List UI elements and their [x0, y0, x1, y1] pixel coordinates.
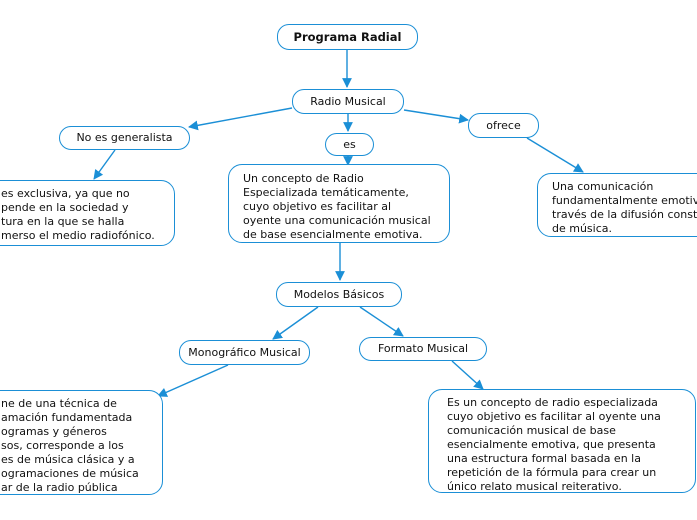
node-radio-musical[interactable]: Radio Musical — [292, 89, 404, 114]
formato-line-1: Es un concepto de radio especializada — [447, 396, 658, 409]
connector-radio-musical-to-no-generalista — [188, 107, 293, 131]
monografico-line-3: ogramas y géneros — [1, 425, 107, 438]
concepto-line-5: de base esencialmente emotiva. — [243, 228, 423, 241]
monografico-line-2: amación fundamentada — [1, 411, 133, 424]
node-monografico-musical[interactable]: Monográfico Musical — [179, 340, 310, 365]
node-modelos-basicos[interactable]: Modelos Básicos — [276, 282, 402, 307]
connector-ofrece-to-desc — [526, 137, 584, 173]
concepto-line-3: cuyo objetivo es facilitar al — [243, 200, 392, 213]
formato-line-4: esencialmente emotiva, que presenta — [447, 438, 656, 451]
monografico-line-5: es de música clásica y a — [1, 453, 135, 466]
no-generalista-line-1: es exclusiva, ya que no — [1, 187, 130, 200]
node-formato-description[interactable]: Es un concepto de radio especializada cu… — [428, 389, 696, 493]
node-es[interactable]: es — [325, 133, 374, 156]
no-generalista-line-2: pende en la sociedad y — [1, 201, 129, 214]
monografico-line-7: ar de la radio pública — [1, 481, 118, 494]
connector-monografico-to-desc — [157, 364, 229, 397]
ofrece-line-3: través de la difusión const — [552, 208, 697, 221]
node-ofrece[interactable]: ofrece — [468, 113, 539, 138]
connector-modelos-to-formato — [359, 306, 404, 337]
connector-no-generalista-to-desc — [93, 149, 116, 180]
node-programa-radial[interactable]: Programa Radial — [277, 24, 418, 50]
node-concepto-description[interactable]: Un concepto de Radio Especializada temát… — [228, 164, 450, 243]
formato-line-7: único relato musical reiterativo. — [447, 480, 622, 493]
ofrece-line-2: fundamentalmente emotiva — [552, 194, 697, 207]
concepto-line-1: Un concepto de Radio — [243, 172, 364, 185]
ofrece-line-1: Una comunicación — [552, 180, 654, 193]
monografico-line-4: sos, corresponde a los — [1, 439, 124, 452]
connector-radio-musical-to-ofrece — [403, 109, 469, 124]
connector-formato-to-desc — [451, 360, 484, 390]
formato-line-6: repetición de la fórmula para crear un — [447, 466, 657, 479]
concepto-line-4: oyente una comunicación musical — [243, 214, 431, 227]
node-no-es-generalista[interactable]: No es generalista — [59, 126, 190, 150]
no-generalista-line-4: merso el medio radiofónico. — [1, 229, 155, 242]
connector-modelos-to-monografico — [272, 306, 319, 340]
concepto-line-2: Especializada temáticamente, — [243, 186, 409, 199]
formato-line-5: una estructura formal basada en la — [447, 452, 641, 465]
ofrece-line-4: de música. — [552, 222, 613, 235]
node-monografico-description[interactable]: ne de una técnica de amación fundamentad… — [0, 390, 163, 495]
no-generalista-line-3: tura en la que se halla — [1, 215, 125, 228]
monografico-line-1: ne de una técnica de — [1, 397, 117, 410]
monografico-line-6: ogramaciones de música — [1, 467, 139, 480]
formato-line-2: cuyo objetivo es facilitar al oyente una — [447, 410, 661, 423]
formato-line-3: comunicación musical de base — [447, 424, 616, 437]
node-formato-musical[interactable]: Formato Musical — [359, 337, 487, 361]
node-no-generalista-description[interactable]: es exclusiva, ya que no pende en la soci… — [0, 180, 175, 246]
node-ofrece-description[interactable]: Una comunicación fundamentalmente emotiv… — [537, 173, 697, 237]
